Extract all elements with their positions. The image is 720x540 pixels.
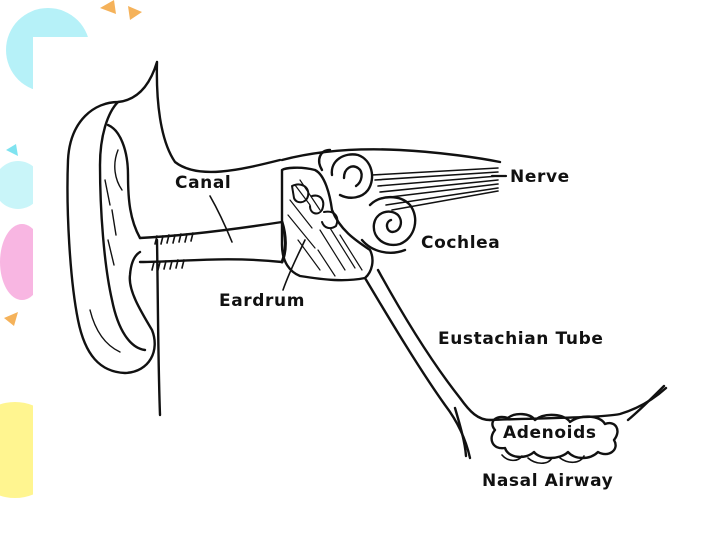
pinna-helix-inner — [98, 100, 147, 352]
canal-leader — [209, 195, 233, 243]
pinna-concha-shading — [104, 149, 123, 266]
eardrum-leader — [282, 239, 306, 291]
label-canal: Canal — [175, 173, 232, 193]
auditory-nerve — [371, 167, 499, 211]
eustachian-tube-lower — [376, 268, 492, 422]
label-eardrum: Eardrum — [219, 291, 306, 311]
pinna-outline — [66, 60, 282, 375]
middle-ear-hatching — [287, 179, 363, 277]
decor-confetti — [4, 312, 18, 326]
pinna-lobe-edge — [89, 309, 121, 353]
label-adenoids: Adenoids — [503, 423, 597, 443]
eardrum-membrane — [280, 220, 287, 264]
decor-confetti — [100, 0, 116, 14]
head-contour — [280, 148, 502, 164]
canal-lower-wall — [138, 258, 284, 264]
decor-confetti — [128, 6, 142, 20]
decor-bubble-cyan-small — [0, 161, 42, 209]
adenoids-lower-bumps — [501, 454, 585, 465]
ossicles — [291, 183, 339, 230]
cochlea-shell — [360, 238, 407, 254]
canal-upper-wall — [138, 220, 284, 240]
cochlea-spiral — [368, 195, 417, 247]
label-nerve: Nerve — [510, 167, 570, 187]
label-cochlea: Cochlea — [421, 233, 501, 253]
pinna-antihelix — [106, 123, 142, 240]
decor-confetti — [6, 144, 18, 156]
eustachian-tube-opening — [453, 406, 468, 458]
label-eustachian-tube: Eustachian Tube — [438, 329, 604, 349]
canal-hair-hatching — [151, 232, 194, 271]
middle-ear-chamber — [280, 166, 374, 282]
adenoids-outline — [490, 412, 619, 460]
eustachian-tube-upper — [363, 276, 472, 460]
semicircular-canals — [318, 148, 374, 199]
nasal-airway-back — [626, 384, 666, 422]
label-nasal-airway: Nasal Airway — [482, 471, 614, 491]
figure-panel — [33, 37, 720, 540]
